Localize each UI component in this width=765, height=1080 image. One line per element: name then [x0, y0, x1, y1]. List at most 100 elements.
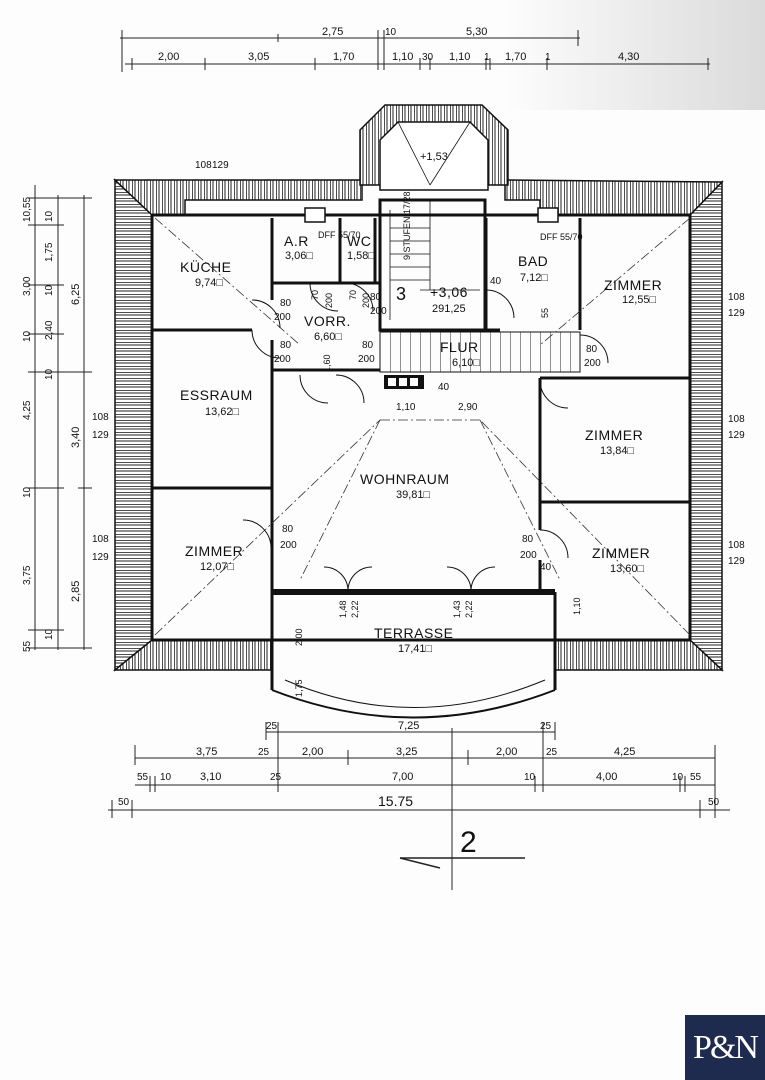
window-mark: 108 [728, 292, 745, 303]
room-bad-name: BAD [518, 253, 548, 269]
dim-total: 15.75 [378, 793, 413, 809]
window-mark: 129 [212, 160, 229, 171]
dim-label: 70 [348, 290, 358, 300]
dim-label: 3,75 [196, 746, 217, 758]
window-mark: 129 [92, 552, 109, 563]
top-dims-row2: 2,00 3,05 1,70 1,10 30 1,10 1 1,70 1 4,3… [158, 51, 639, 63]
window-mark: 108 [728, 540, 745, 551]
dim-label: 1,70 [333, 51, 354, 63]
dim-label: 1,43 [452, 600, 462, 618]
room-vorr-area: 6,60□ [314, 331, 342, 343]
room-terrasse-area: 17,41□ [398, 643, 433, 655]
dim-label: 1,10 [392, 51, 413, 63]
door-mark: 80 [522, 534, 534, 545]
dff-label: DFF 55/70 [318, 230, 361, 240]
room-zimmer-e-area: 13,84□ [600, 445, 635, 457]
door-mark: 200 [520, 550, 537, 561]
dim-label: 1,75 [294, 679, 304, 697]
section-mark: 2 [460, 826, 477, 859]
dim-label: 70 [310, 290, 320, 300]
room-zimmer-sw-name: ZIMMER [185, 543, 243, 559]
dff-boxes [304, 207, 559, 223]
dim-label: 5,30 [466, 26, 487, 38]
dim-label: 4,30 [618, 51, 639, 63]
bottom-dims: 25 7,25 25 3,75 25 2,00 3,25 2,00 25 4,2… [118, 720, 720, 809]
dim-label: 55 [137, 772, 149, 783]
door-mark: 80 [370, 292, 382, 303]
dim-label: 3,10 [200, 771, 221, 783]
dim-label: 10 [672, 772, 684, 783]
room-flur-area: 6,10□ [452, 357, 480, 369]
door-mark: 200 [584, 358, 601, 369]
dim-label: 2,00 [158, 51, 179, 63]
stair-note: 9 STUFEN 17/28 [402, 191, 412, 260]
dim-label: 4,00 [596, 771, 617, 783]
room-kueche-name: KÜCHE [180, 258, 232, 275]
door-mark: 200 [274, 354, 291, 365]
room-labels: KÜCHE 9,74□ A.R 3,06□ WC 1,58□ VORR. 6,6… [180, 233, 662, 655]
room-zimmer-sw-area: 12,07□ [200, 561, 235, 573]
door-mark: 80 [586, 344, 598, 355]
outer-walls [112, 178, 724, 672]
room-wc-area: 1,58□ [347, 250, 375, 262]
dim-label: 1,10 [449, 51, 470, 63]
dim-label: 200 [361, 293, 371, 308]
dim-label: 25 [540, 721, 552, 732]
dim-label: 2,22 [350, 600, 360, 618]
bottom-dimension-lines [108, 722, 730, 890]
door-mark: 80 [362, 340, 374, 351]
room-wohnraum-area: 39,81□ [396, 489, 431, 501]
room-essraum-name: ESSRAUM [180, 387, 253, 403]
room-kueche-area: 9,74□ [195, 277, 223, 289]
dim-label: 1 [545, 52, 551, 63]
dim-label: 10 [160, 772, 172, 783]
room-wc-name: WC [347, 233, 371, 249]
dim-label: 3,75 [22, 565, 33, 585]
dim-label: 3,25 [396, 746, 417, 758]
bay-level: +1,53 [420, 151, 448, 163]
window-mark: 108 [728, 414, 745, 425]
dim-label: 1,70 [505, 51, 526, 63]
scan-shading [505, 0, 765, 110]
left-dimension-lines [28, 185, 92, 650]
stairs [389, 200, 480, 320]
dim-label: 50 [708, 797, 720, 808]
door-mark: 200 [370, 306, 387, 317]
dim-label: 50 [118, 797, 130, 808]
door-mark: 80 [280, 298, 292, 309]
dim-label: 2,85 [70, 581, 82, 602]
dim-label: 1,48 [338, 600, 348, 618]
dim-label: 3,00 [22, 276, 33, 296]
room-ar-name: A.R [284, 233, 309, 249]
room-zimmer-ne-area: 12,55□ [622, 294, 657, 306]
room-bad-area: 7,12□ [520, 272, 548, 284]
chimney-flues [388, 378, 418, 386]
dim-label: 10 [524, 772, 536, 783]
left-dims: 10,55 10 1,75 3,00 10 10 2,40 10 4,25 10… [22, 197, 82, 652]
window-mark: 108 [92, 412, 109, 423]
dim-label: 10 [44, 628, 55, 640]
misc-marks: 70 200 70 200 40 1,60 1,10 2,90 40 55 1,… [294, 276, 582, 697]
room-stair-value: 291,25 [432, 303, 466, 315]
dim-label: 2,90 [458, 402, 478, 413]
dim-label: 1,10 [396, 402, 416, 413]
room-flur-name: FLUR [440, 339, 479, 355]
room-wohnraum-name: WOHNRAUM [360, 471, 450, 487]
dim-label: 7,25 [398, 720, 419, 732]
door-marks: 80 200 80 200 80 200 80 200 80 200 80 20… [274, 292, 601, 561]
roof-lines [154, 217, 691, 636]
stair-arrow-mark: 3 [396, 284, 406, 304]
dim-label: 55 [540, 308, 550, 318]
dim-label: 200 [324, 293, 334, 308]
dim-label: 4,25 [22, 400, 33, 420]
dim-label: 2,40 [44, 320, 55, 340]
dim-label: 40 [490, 276, 502, 287]
dim-label: 4,25 [614, 746, 635, 758]
dim-label: 25 [258, 747, 270, 758]
door-mark: 200 [280, 540, 297, 551]
dff-label: DFF 55/70 [540, 232, 583, 242]
top-dimension-lines [120, 30, 710, 72]
dim-label: 3,05 [248, 51, 269, 63]
dim-label: 1 [484, 52, 490, 63]
